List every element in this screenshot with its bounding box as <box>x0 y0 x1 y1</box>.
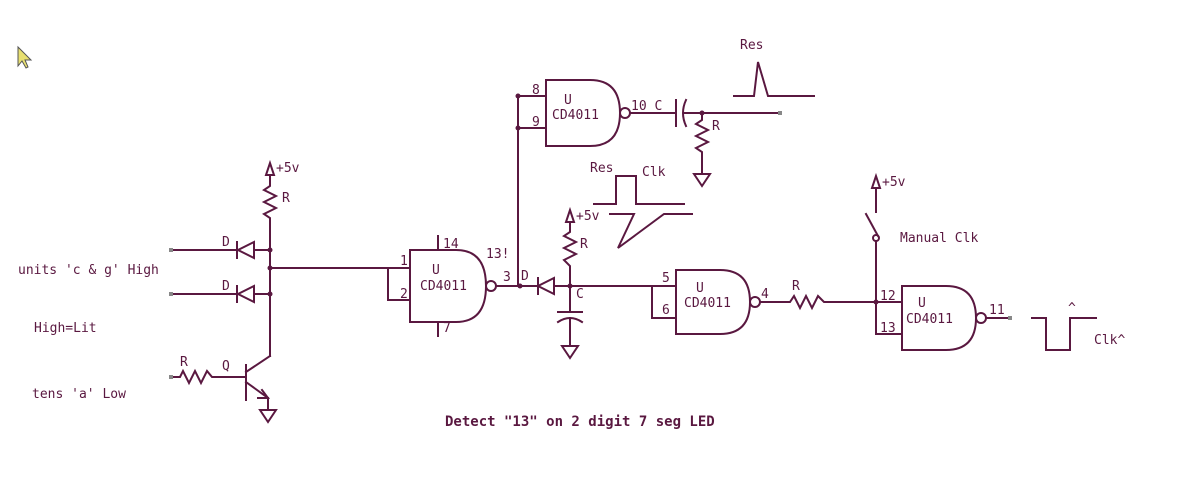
pin-label: 2 <box>400 287 408 302</box>
diode-label: D <box>222 279 230 294</box>
clk-out-label: Clk^ <box>1094 333 1125 348</box>
resistor-label: R <box>180 355 188 370</box>
resistor-label: R <box>712 119 720 134</box>
transistor: R Q <box>169 354 278 424</box>
diode-label: D <box>222 235 230 250</box>
resistor-label: R <box>792 279 800 294</box>
gate-ref: U <box>432 263 440 278</box>
diode-upper: D <box>169 235 271 260</box>
pin-label: 4 <box>761 287 769 302</box>
diode-label: D <box>521 269 529 284</box>
resistor-left-pullup <box>261 179 279 227</box>
vcc-label: +5v <box>276 161 300 176</box>
gate-ref: U <box>564 93 572 108</box>
pin-label: 12 <box>880 289 896 304</box>
nand-gate-2: 8 9 U CD4011 <box>532 79 631 147</box>
units-label: units 'c & g' High <box>18 263 159 278</box>
pin-label: 9 <box>532 115 540 130</box>
pin-label: 13 <box>880 321 896 336</box>
cap-label: 10 C <box>631 99 662 114</box>
pin-label: 7 <box>443 321 451 336</box>
pin-label: 5 <box>662 271 670 286</box>
mouse-cursor-icon <box>17 45 33 69</box>
nand-gate-4: 12 13 11 U CD4011 <box>875 285 1005 351</box>
gate-part: CD4011 <box>552 108 599 123</box>
thirteen-label: 13! <box>486 247 509 262</box>
vcc-left: +5v <box>264 159 300 181</box>
nand-gate-3: 5 6 4 U CD4011 <box>651 269 769 335</box>
gate-ref: U <box>918 296 926 311</box>
pin-label: 11 <box>989 303 1005 318</box>
resistor-label: R <box>580 237 588 252</box>
tens-label: tens 'a' Low <box>32 387 126 402</box>
gate-part: CD4011 <box>906 312 953 327</box>
high-lit-label: High=Lit <box>34 321 97 336</box>
gate-ref: U <box>696 281 704 296</box>
clk-label: Clk <box>642 165 666 180</box>
gate-part: CD4011 <box>684 296 731 311</box>
diode-mid <box>535 276 653 296</box>
pin-label: 6 <box>662 303 670 318</box>
res-label: Res <box>740 38 763 53</box>
diagram-caption: Detect "13" on 2 digit 7 seg LED <box>445 414 715 430</box>
vcc-label: +5v <box>882 175 906 190</box>
manual-clk-label: Manual Clk <box>900 231 978 246</box>
transistor-label: Q <box>222 359 230 374</box>
pin-label: 14 <box>443 237 459 252</box>
pin-label: 3 <box>503 270 511 285</box>
resistor-label: R <box>282 191 290 206</box>
diode-lower: D <box>169 279 271 304</box>
pin-label: 8 <box>532 83 540 98</box>
cap-label: C <box>576 287 584 302</box>
vcc-label: +5v <box>576 209 600 224</box>
pin-label: 1 <box>400 254 408 269</box>
caret-label: ^ <box>1068 301 1076 316</box>
gate-part: CD4011 <box>420 279 467 294</box>
res-label: Res <box>590 161 613 176</box>
